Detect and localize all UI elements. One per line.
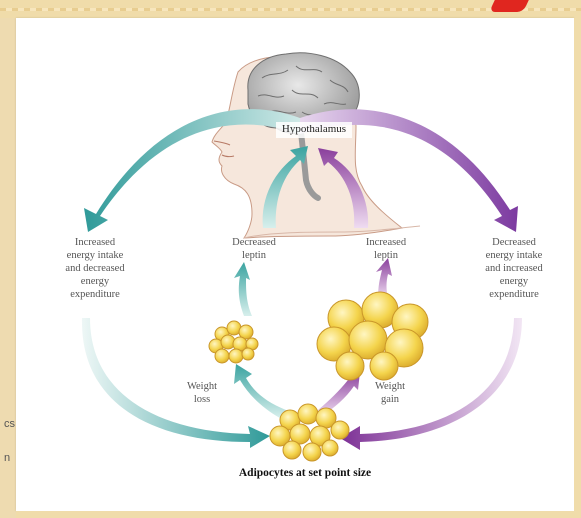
small-adipocyte-cluster: [209, 321, 258, 363]
fat-to-decreased-leptin-arrow: [234, 262, 252, 316]
weight-loss-arrow: [234, 364, 286, 418]
decreased-leptin-label: Decreased leptin: [214, 236, 294, 262]
adipocytes-setpoint-label: Adipocytes at set point size: [200, 467, 410, 480]
hypothalamus-label: Hypothalamus: [276, 123, 352, 136]
increased-leptin-label: Increased leptin: [346, 236, 426, 262]
weight-loss-label: Weight loss: [172, 380, 232, 406]
large-adipocyte-cluster: [317, 292, 428, 380]
weight-gain-label: Weight gain: [360, 380, 420, 406]
right-outer-label: Decreased energy intake and increased en…: [468, 236, 560, 301]
left-outer-label: Increased energy intake and decreased en…: [50, 236, 140, 301]
